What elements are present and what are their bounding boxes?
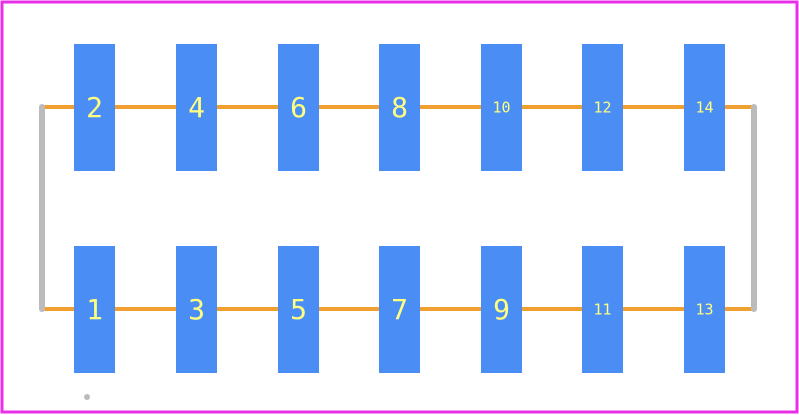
- pad-11-label: 11: [593, 301, 611, 319]
- pad-3-label: 3: [188, 293, 205, 326]
- pad-4-label: 4: [188, 91, 205, 124]
- pad-6: [278, 44, 319, 171]
- pad-7: [379, 246, 420, 373]
- pad-6-label: 6: [290, 91, 307, 124]
- top-pad-row: 2 4 6 8 10 12 14: [74, 44, 725, 171]
- pin1-marker-dot: [84, 394, 90, 400]
- pad-13-label: 13: [695, 301, 713, 319]
- pad-2: [74, 44, 115, 171]
- pad-4: [176, 44, 217, 171]
- pad-14: [684, 44, 725, 171]
- pad-14-label: 14: [695, 99, 713, 117]
- pad-12-label: 12: [593, 99, 611, 117]
- pad-7-label: 7: [391, 293, 408, 326]
- pad-12: [582, 44, 623, 171]
- pad-8-label: 8: [391, 91, 408, 124]
- pad-13: [684, 246, 725, 373]
- pad-11: [582, 246, 623, 373]
- pad-5-label: 5: [290, 293, 307, 326]
- pad-10-label: 10: [492, 99, 510, 117]
- pad-2-label: 2: [86, 91, 103, 124]
- pad-3: [176, 246, 217, 373]
- pad-9-label: 9: [493, 293, 510, 326]
- pad-5: [278, 246, 319, 373]
- pad-9: [481, 246, 522, 373]
- pad-8: [379, 44, 420, 171]
- pad-1-label: 1: [86, 293, 103, 326]
- pad-1: [74, 246, 115, 373]
- pad-10: [481, 44, 522, 171]
